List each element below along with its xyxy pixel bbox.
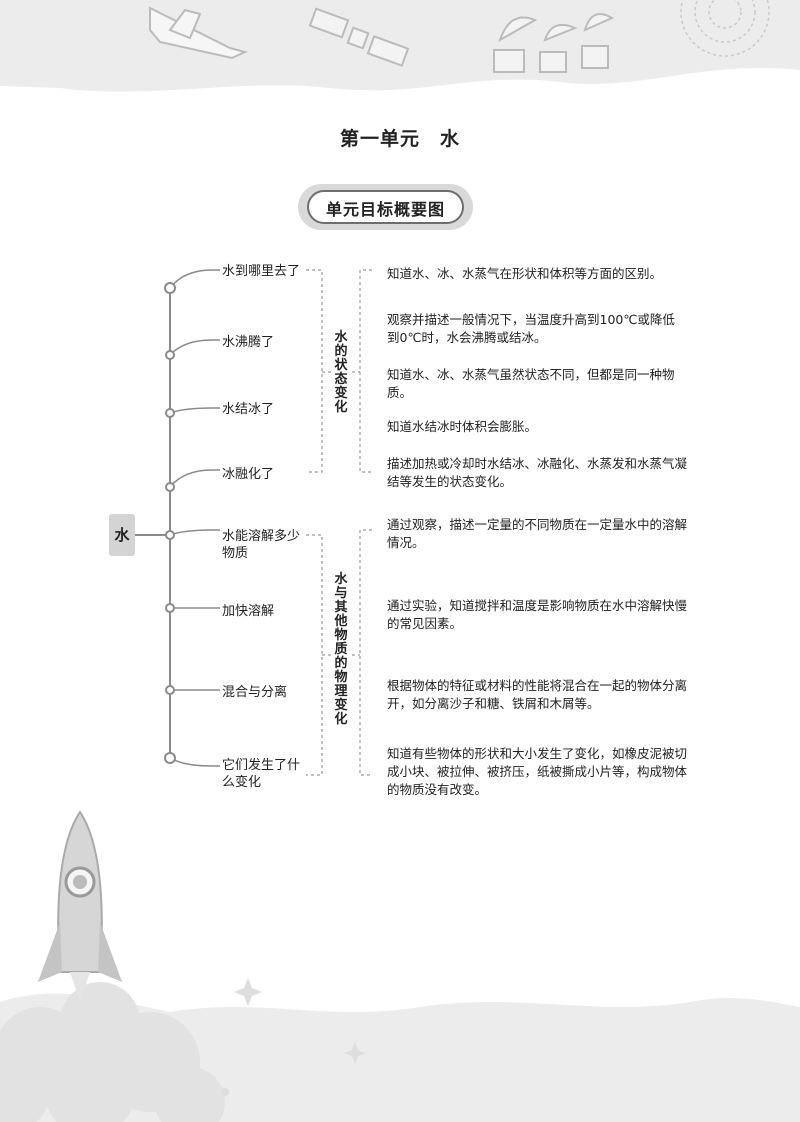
goal-item: 描述加热或冷却时水结冰、冰融化、水蒸发和水蒸气凝结等发生的状态变化。	[387, 456, 688, 489]
section-badge: 单元目标概要图	[298, 184, 473, 230]
smoke-cloud-icon	[0, 982, 225, 1122]
topic-faster-dissolving: 加快溶解	[222, 604, 275, 619]
topic-dissolving: 水能溶解多少物质	[222, 529, 301, 561]
sparkle-icon	[221, 978, 366, 1096]
group-label-physical-change: 水与其他物质的物理变化	[334, 572, 348, 727]
rocket-icon	[38, 810, 122, 1002]
space-shuttle-icon	[149, 6, 248, 60]
satellite-icon	[308, 7, 410, 67]
group-label-state-change: 水的状态变化	[334, 330, 348, 415]
goal-item: 知道水、冰、水蒸气在形状和体积等方面的区别。	[387, 266, 663, 281]
goal-item: 通过观察，描述一定量的不同物质在一定量水中的溶解情况。	[387, 517, 688, 550]
goal-item: 通过实验，知道搅拌和温度是影响物质在水中溶解快慢的常见因素。	[387, 598, 688, 631]
topic-water-where: 水到哪里去了	[222, 264, 301, 279]
radar-dish-icon	[493, 13, 615, 73]
page-title: 第一单元 水	[339, 128, 460, 150]
topic-mix-separate: 混合与分离	[222, 685, 288, 700]
solar-system-icon	[680, 0, 770, 57]
goal-item: 根据物体的特征或材料的性能将混合在一起的物体分离开，如分离沙子和糖、铁屑和木屑等…	[387, 678, 688, 711]
top-banner	[0, 0, 800, 92]
goal-item: 知道有些物体的形状和大小发生了变化，如橡皮泥被切成小块、被拉伸、被挤压，纸被撕成…	[387, 746, 688, 797]
goal-item: 知道水结冰时体积会膨胀。	[387, 419, 538, 434]
root-node: 水	[109, 514, 135, 556]
topic-water-freezing: 水结冰了	[222, 402, 275, 417]
section-badge-label: 单元目标概要图	[325, 200, 445, 219]
bottom-banner	[0, 810, 800, 1122]
goal-item: 观察并描述一般情况下，当温度升高到100℃或降低到0℃时，水会沸腾或结冰。	[387, 312, 675, 345]
topic-ice-melting: 冰融化了	[222, 467, 275, 482]
topic-what-changed: 它们发生了什么变化	[222, 758, 301, 790]
topic-water-boiling: 水沸腾了	[222, 335, 275, 350]
goal-item: 知道水、冰、水蒸气虽然状态不同，但都是同一种物质。	[387, 367, 675, 400]
